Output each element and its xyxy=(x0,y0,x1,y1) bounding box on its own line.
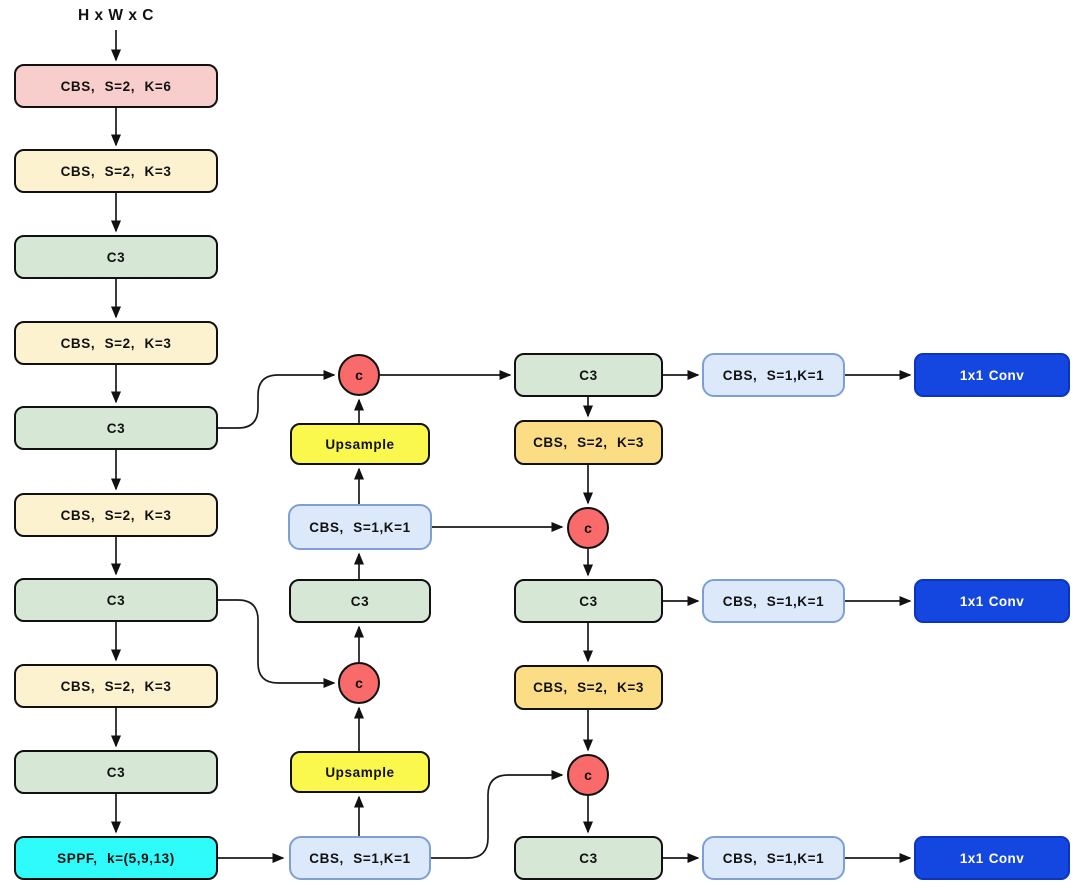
backbone-cbs-s2-k3-4: CBS, S=2, K=3 xyxy=(14,664,218,708)
backbone-cbs-s2-k6: CBS, S=2, K=6 xyxy=(14,64,218,108)
input-shape-label: H x W x C xyxy=(78,7,154,24)
backbone-c3-2: C3 xyxy=(14,406,218,450)
backbone-sppf: SPPF, k=(5,9,13) xyxy=(14,836,218,880)
backbone-cbs-s2-k3-1: CBS, S=2, K=3 xyxy=(14,149,218,193)
concat-node-top: c xyxy=(338,354,380,396)
concat-node-mid: c xyxy=(338,662,380,704)
neck-c3: C3 xyxy=(289,579,431,623)
concat-node-head-lower: c xyxy=(567,754,609,796)
detect-1x1-conv-p4: 1x1 Conv xyxy=(914,579,1070,623)
detect-cbs-s1-k1-p3: CBS, S=1,K=1 xyxy=(702,353,845,397)
backbone-c3-3: C3 xyxy=(14,578,218,622)
head-c3-p5: C3 xyxy=(514,836,663,880)
head-c3-p3: C3 xyxy=(514,353,663,397)
detect-1x1-conv-p5: 1x1 Conv xyxy=(914,836,1070,880)
neck-cbs-s1-k1-lower: CBS, S=1,K=1 xyxy=(289,836,431,880)
head-cbs-s2-k3-2: CBS, S=2, K=3 xyxy=(514,665,663,710)
concat-node-head-upper: c xyxy=(567,507,609,549)
backbone-cbs-s2-k3-3: CBS, S=2, K=3 xyxy=(14,493,218,537)
arrows xyxy=(111,30,912,863)
detect-cbs-s1-k1-p4: CBS, S=1,K=1 xyxy=(702,579,845,623)
backbone-cbs-s2-k3-2: CBS, S=2, K=3 xyxy=(14,321,218,365)
head-cbs-s2-k3-1: CBS, S=2, K=3 xyxy=(514,420,663,465)
neck-upsample-upper: Upsample xyxy=(290,423,430,465)
detect-1x1-conv-p3: 1x1 Conv xyxy=(914,353,1070,397)
backbone-c3-4: C3 xyxy=(14,750,218,794)
backbone-c3-1: C3 xyxy=(14,235,218,279)
head-c3-p4: C3 xyxy=(514,579,663,623)
neck-upsample-lower: Upsample xyxy=(290,751,430,793)
neck-cbs-s1-k1-upper: CBS, S=1,K=1 xyxy=(288,504,432,550)
detect-cbs-s1-k1-p5: CBS, S=1,K=1 xyxy=(702,836,845,880)
